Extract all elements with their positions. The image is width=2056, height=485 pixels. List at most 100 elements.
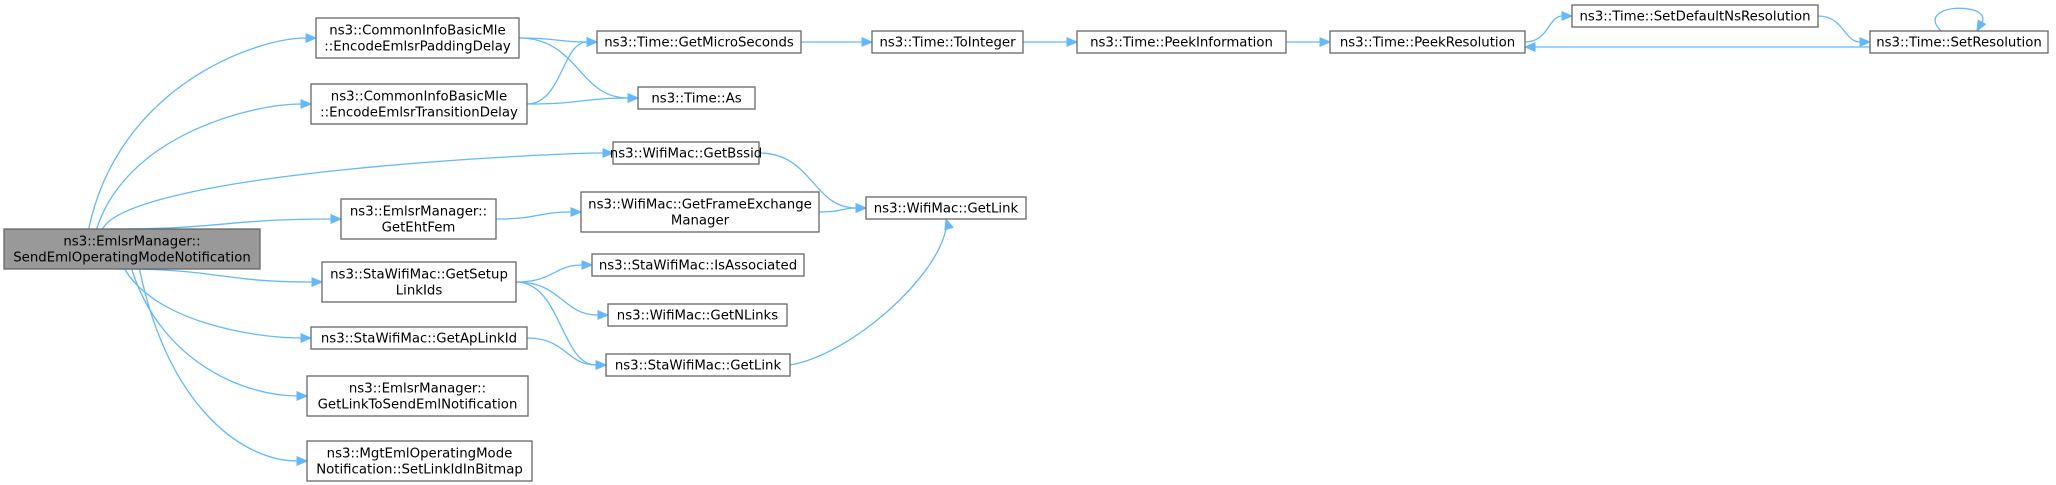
node-label: ns3::MgtEmlOperatingMode (327, 447, 513, 462)
node-wmlink[interactable]: ns3::WifiMac::GetLink (865, 196, 1027, 220)
node-assoc[interactable]: ns3::StaWifiMac::IsAssociated (591, 253, 805, 277)
node-label: ns3::CommonInfoBasicMle (329, 24, 505, 39)
edge-setres-to-peekres (1523, 42, 1870, 52)
edge-encTrans-to-micro (526, 37, 599, 105)
node-encPad[interactable]: ns3::CommonInfoBasicMle::EncodeEmlsrPadd… (315, 17, 520, 59)
edge-line (526, 337, 597, 366)
edge-arrowhead (855, 203, 868, 213)
edge-arrowhead (597, 310, 610, 320)
edge-arrowhead (296, 456, 309, 466)
edge-line (515, 281, 599, 316)
edge-arrowhead (305, 33, 318, 43)
edge-aplink-to-stalink (526, 337, 608, 370)
node-label: ns3::StaWifiMac::IsAssociated (599, 259, 797, 274)
edge-line (138, 268, 298, 462)
node-box (1076, 30, 1287, 54)
edge-arrowhead (944, 217, 954, 231)
edge-arrowhead (1523, 42, 1536, 52)
node-box (871, 30, 1024, 54)
node-label: ns3::StaWifiMac::GetApLinkId (321, 332, 517, 347)
edge-line (515, 264, 583, 283)
edge-setup-to-stalink (515, 281, 608, 370)
edge-arrowhead (1976, 19, 1987, 33)
node-stalink[interactable]: ns3::StaWifiMac::GetLink (605, 353, 791, 377)
node-root[interactable]: ns3::EmlsrManager::SendEmlOperatingModeN… (3, 228, 261, 270)
node-box (1329, 30, 1526, 54)
node-ehtfem[interactable]: ns3::EmlsrManager::GetEhtFem (340, 198, 497, 240)
edge-toint-to-peekinfo (1023, 37, 1079, 47)
node-bitmap[interactable]: ns3::MgtEmlOperatingModeNotification::Se… (306, 440, 533, 482)
node-label: ns3::EmlsrManager:: (350, 205, 487, 220)
node-label: ::EncodeEmlsrPaddingDelay (324, 40, 511, 55)
node-peekinfo[interactable]: ns3::Time::PeekInformation (1076, 30, 1287, 54)
node-box (591, 253, 805, 277)
node-aplink[interactable]: ns3::StaWifiMac::GetApLinkId (310, 326, 528, 350)
node-label: ns3::Time::SetResolution (1876, 36, 2042, 51)
edge-peekres-to-setdef (1524, 11, 1574, 43)
edge-arrowhead (602, 148, 615, 158)
node-micro[interactable]: ns3::Time::GetMicroSeconds (596, 30, 802, 54)
node-box (637, 86, 756, 110)
edge-line (495, 211, 572, 220)
node-bssid[interactable]: ns3::WifiMac::GetBssid (610, 141, 762, 165)
edge-peekinfo-to-peekres (1286, 37, 1332, 47)
node-label: SendEmlOperatingModeNotification (13, 251, 251, 266)
edge-arrowhead (330, 214, 343, 224)
edge-line (88, 37, 307, 230)
node-box (596, 30, 802, 54)
edge-micro-to-toint (801, 37, 874, 47)
node-setres[interactable]: ns3::Time::SetResolution (1869, 30, 2049, 54)
node-label: ns3::StaWifiMac::GetLink (615, 359, 782, 374)
node-label: GetLinkToSendEmlNotification (318, 398, 518, 413)
node-label: ns3::Time::PeekInformation (1090, 36, 1273, 51)
node-box (1571, 4, 1819, 28)
node-label: ns3::Time::GetMicroSeconds (604, 36, 794, 51)
edge-setres-to-setres (1934, 7, 1987, 33)
edge-arrowhead (300, 333, 313, 343)
node-label: GetEhtFem (382, 221, 456, 236)
node-box (310, 83, 528, 125)
node-box (3, 228, 261, 270)
node-label: ::EncodeEmlsrTransitionDelay (320, 106, 518, 121)
node-label: ns3::Time::SetDefaultNsResolution (1579, 10, 1810, 25)
edge-line (526, 41, 588, 105)
node-as[interactable]: ns3::Time::As (637, 86, 756, 110)
node-label: ns3::Time::As (651, 92, 741, 107)
edge-arrowhead (581, 260, 594, 270)
edge-root-to-encPad (88, 33, 318, 230)
node-peekres[interactable]: ns3::Time::PeekResolution (1329, 30, 1526, 54)
edge-setdef-to-setres (1817, 15, 1872, 47)
edge-line (758, 152, 857, 209)
node-label: ns3::EmlsrManager:: (349, 382, 486, 397)
node-linksend[interactable]: ns3::EmlsrManager::GetLinkToSendEmlNotif… (306, 375, 529, 417)
edge-line (515, 281, 597, 366)
node-box (315, 17, 520, 59)
node-box (310, 326, 528, 350)
node-encTrans[interactable]: ns3::CommonInfoBasicMle::EncodeEmlsrTran… (310, 83, 528, 125)
node-label: ns3::Time::PeekResolution (1340, 36, 1515, 51)
edge-arrowhead (311, 277, 324, 287)
edge-line (124, 268, 302, 339)
node-box (607, 303, 788, 327)
edge-line (526, 97, 629, 105)
node-box (865, 196, 1027, 220)
edge-line (117, 268, 313, 283)
edge-root-to-encTrans (95, 99, 313, 230)
edge-root-to-bitmap (138, 268, 309, 466)
edge-encTrans-to-as (526, 93, 640, 105)
node-nlinks[interactable]: ns3::WifiMac::GetNLinks (607, 303, 788, 327)
node-label: Manager (671, 214, 730, 229)
node-toint[interactable]: ns3::Time::ToInteger (871, 30, 1024, 54)
edge-arrowhead (861, 37, 874, 47)
edge-arrowhead (586, 37, 599, 47)
node-setdef[interactable]: ns3::Time::SetDefaultNsResolution (1571, 4, 1819, 28)
node-box (306, 375, 529, 417)
edge-line (131, 268, 298, 397)
node-label: ns3::EmlsrManager:: (63, 235, 200, 250)
edge-line (1817, 15, 1861, 43)
node-label: Notification::SetLinkIdInBitmap (316, 463, 523, 478)
node-box (605, 353, 791, 377)
